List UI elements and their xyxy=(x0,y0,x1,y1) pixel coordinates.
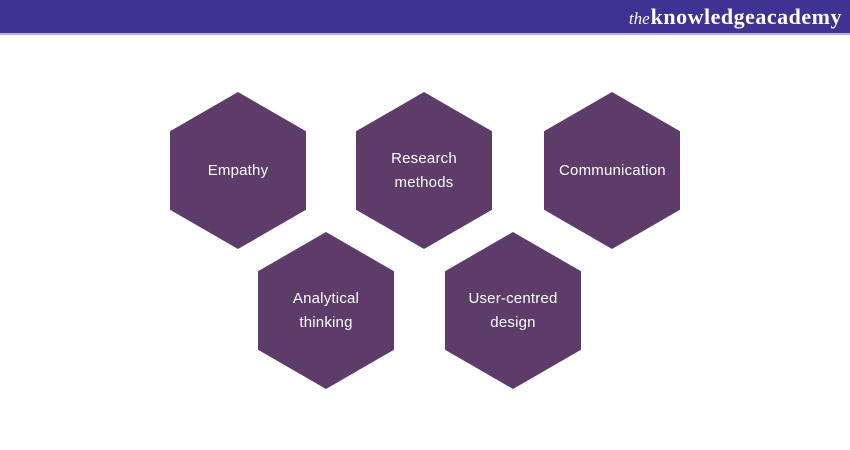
hexagon-user-centred-design: User-centred design xyxy=(445,232,581,389)
knowledge-academy-logo: the knowledgeacademy xyxy=(628,3,842,29)
logo-prefix: the xyxy=(628,8,650,28)
hexagon-label: Empathy xyxy=(207,161,269,179)
hexagon-research-methods: Research methods xyxy=(356,92,492,249)
logo-name: knowledgeacademy xyxy=(650,3,842,29)
hexagon-label: Communication xyxy=(559,161,666,179)
hexagon-analytical-thinking: Analytical thinking xyxy=(258,232,394,389)
hexagon-empathy: Empathy xyxy=(170,92,306,249)
header-bar: the knowledgeacademy xyxy=(0,0,850,35)
hexagon-label: User-centred design xyxy=(468,289,558,331)
hexagon-label: Analytical thinking xyxy=(292,289,360,331)
hexagon-communication: Communication xyxy=(544,92,680,249)
hexagon-label: Research methods xyxy=(391,149,457,191)
